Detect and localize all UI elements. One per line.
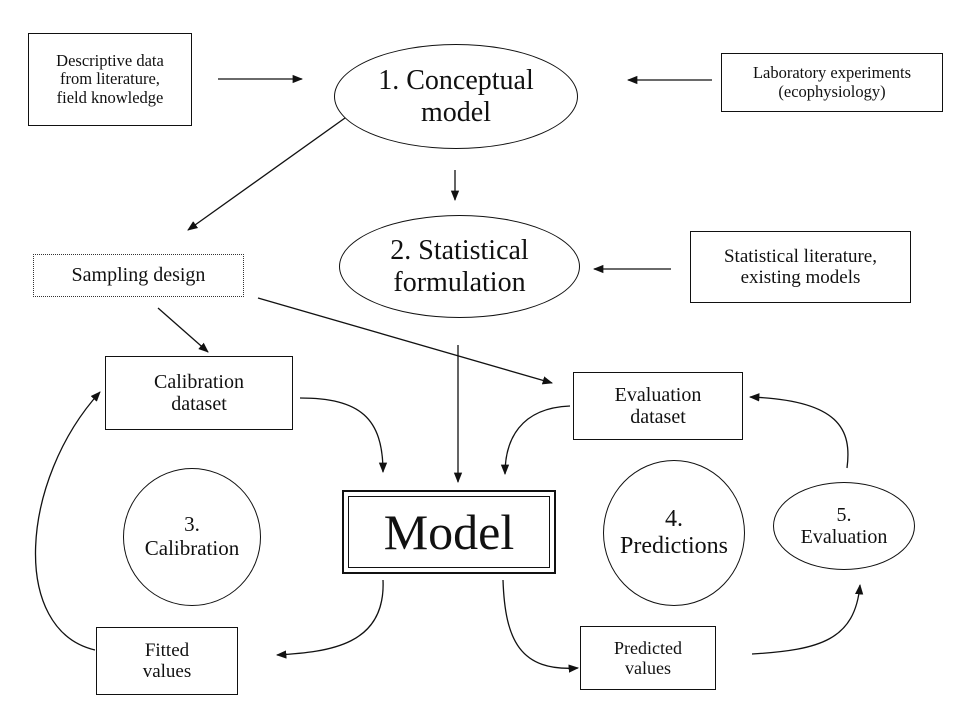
arrow-model-to-fitted-values: [275, 579, 384, 659]
sampling-design-box: Sampling design: [33, 254, 244, 297]
model-label: Model: [383, 504, 515, 560]
statistical-literature-box: Statistical literature, existing models: [690, 231, 911, 303]
arrow-conceptual-to-sampling: [187, 117, 346, 231]
arrow-predicted-values-to-evaluation: [751, 583, 864, 655]
evaluation-node: 5. Evaluation: [773, 482, 915, 570]
model-box-inner-border: [348, 496, 550, 568]
arrow-evaluation-to-evaluation-dataset: [748, 393, 849, 469]
calibration-node: 3. Calibration: [123, 468, 261, 606]
conceptual-model-node: 1. Conceptual model: [334, 44, 578, 149]
lab-experiments-box: Laboratory experiments (ecophysiology): [721, 53, 943, 112]
arrow-evaluation-dataset-to-model: [500, 405, 571, 476]
arrow-sampling-to-calibration-dataset: [157, 307, 209, 353]
fitted-values-box: Fitted values: [96, 627, 238, 695]
calibration-dataset-box: Calibration dataset: [105, 356, 293, 430]
model-box: Model: [342, 490, 556, 574]
arrow-calibration-dataset-to-model: [299, 397, 388, 474]
arrow-model-to-predicted-values: [502, 579, 580, 673]
descriptive-data-box: Descriptive data from literature, field …: [28, 33, 192, 126]
predicted-values-box: Predicted values: [580, 626, 716, 690]
evaluation-dataset-box: Evaluation dataset: [573, 372, 743, 440]
arrow-sampling-to-evaluation-dataset: [257, 297, 553, 385]
statistical-formulation-node: 2. Statistical formulation: [339, 215, 580, 318]
arrow-fitted-values-to-calibration-dataset: [34, 391, 101, 651]
predictions-node: 4. Predictions: [603, 460, 745, 606]
